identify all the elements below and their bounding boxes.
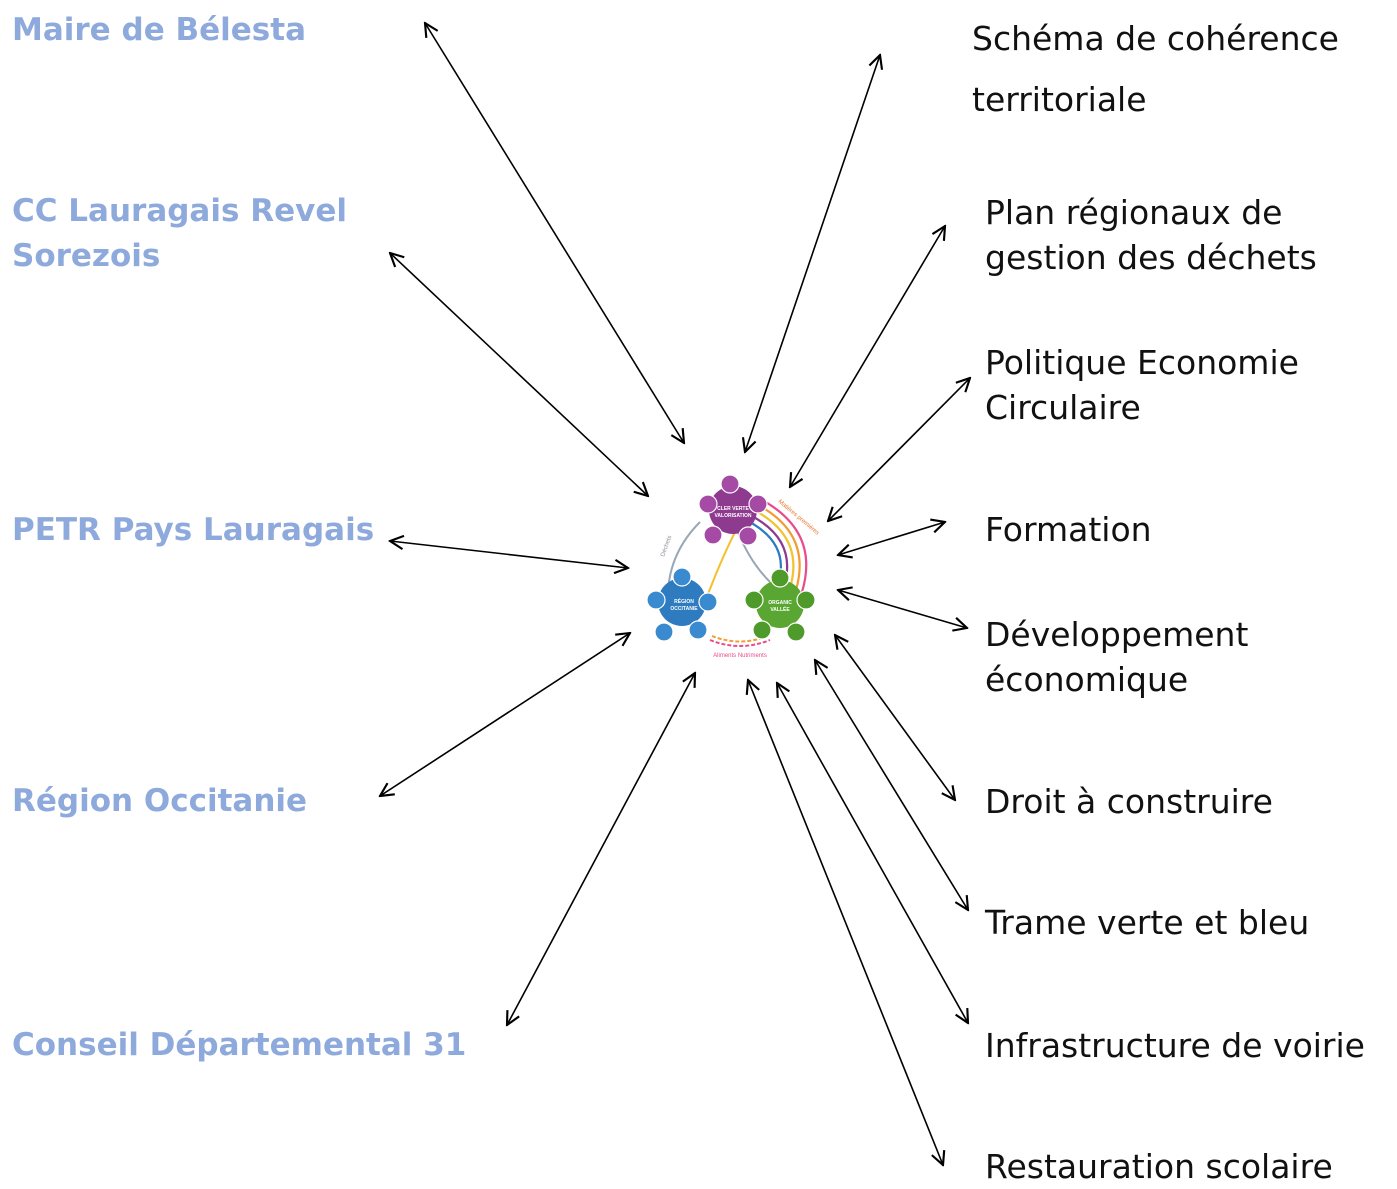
arrow-plan-dechets xyxy=(790,226,945,487)
policy-label: Formation xyxy=(985,510,1152,549)
actor-label: Région Occitanie xyxy=(12,783,308,819)
actor-cc-lauragais-revel-sorezois: CC Lauragais Revel Sorezois xyxy=(12,189,347,279)
policy-label: Politique Economie xyxy=(985,343,1299,382)
hub-node-cler-verte: CLER VERTE VALORISATION xyxy=(698,474,768,546)
hub-node-region-occitanie: RÉGION OCCITANIE xyxy=(646,567,718,642)
policy-trame-verte-et-bleu: Trame verte et bleu xyxy=(985,900,1309,945)
actor-label: PETR Pays Lauragais xyxy=(12,512,375,548)
policy-plan-regionaux-dechets: Plan régionaux de gestion des déchets xyxy=(985,190,1317,280)
policy-label: Droit à construire xyxy=(985,782,1273,821)
policy-restauration-scolaire: Restauration scolaire xyxy=(985,1144,1333,1189)
arrow-maire-de-belesta xyxy=(425,23,684,443)
arrow-conseil-departemental xyxy=(507,673,695,1025)
arrow-petr-pays-lauragais xyxy=(390,541,628,568)
arrow-economie-circulaire xyxy=(828,378,970,521)
policy-schema-coherence-territoriale: Schéma de cohérence territoriale xyxy=(972,8,1339,130)
arrow-cc-lauragais xyxy=(390,253,648,496)
hub-node-label: OCCITANIE xyxy=(670,606,698,612)
actor-label: Conseil Départemental 31 xyxy=(12,1027,467,1063)
arrow-schema-coherence xyxy=(745,55,880,452)
policy-label: Plan régionaux de xyxy=(985,193,1283,232)
hub-node-organic-vallee: ORGANIC VALLÉE xyxy=(744,568,816,642)
actor-label: Maire de Bélesta xyxy=(12,12,307,48)
hub-rainbow-arcs xyxy=(745,499,808,593)
policy-label: Développement xyxy=(985,615,1249,654)
actor-maire-de-belesta: Maire de Bélesta xyxy=(12,8,306,53)
hub-arc-label-bottom: Aliments Nutriments xyxy=(713,653,767,659)
hub-node-label: ORGANIC xyxy=(768,600,792,606)
actor-petr-pays-lauragais: PETR Pays Lauragais xyxy=(12,508,374,553)
hub-arc-label-right: Matières premières xyxy=(777,499,820,537)
hub-bottom-arcs xyxy=(709,635,771,647)
arrow-infrastructure xyxy=(777,683,968,1023)
policy-formation: Formation xyxy=(985,507,1152,552)
policy-label: Circulaire xyxy=(985,388,1141,427)
arrow-region-occitanie xyxy=(380,633,630,796)
policy-label: Schéma de cohérence xyxy=(972,19,1339,58)
arrow-developpement xyxy=(838,590,967,628)
policy-label: Infrastructure de voirie xyxy=(985,1026,1365,1065)
policy-developpement-economique: Développement économique xyxy=(985,612,1248,702)
policy-label: Restauration scolaire xyxy=(985,1147,1333,1186)
actor-label: Sorezois xyxy=(12,238,161,274)
policy-label: économique xyxy=(985,660,1189,699)
policy-economie-circulaire: Politique Economie Circulaire xyxy=(985,340,1299,430)
policy-label: Trame verte et bleu xyxy=(985,903,1310,942)
hub-node-label: VALLÉE xyxy=(770,605,790,613)
actor-label: CC Lauragais Revel xyxy=(12,193,347,229)
policy-label: gestion des déchets xyxy=(985,238,1317,277)
hub-node-label: CLER VERTE xyxy=(717,506,749,512)
actor-region-occitanie: Région Occitanie xyxy=(12,779,307,824)
hub-node-label: VALORISATION xyxy=(714,513,751,519)
hub-node-label: RÉGION xyxy=(674,597,694,605)
arrow-droit-construire xyxy=(835,635,955,800)
arrow-formation xyxy=(838,522,945,555)
arrow-restauration xyxy=(748,680,943,1165)
policy-droit-a-construire: Droit à construire xyxy=(985,779,1273,824)
policy-label: territoriale xyxy=(972,80,1147,119)
hub-arc-label-left: Déchets xyxy=(660,535,673,558)
policy-infrastructure-de-voirie: Infrastructure de voirie xyxy=(985,1023,1365,1068)
actor-conseil-departemental-31: Conseil Départemental 31 xyxy=(12,1023,466,1068)
hub-diagram: CLER VERTE VALORISATION RÉGION OCCITANIE… xyxy=(646,474,820,659)
